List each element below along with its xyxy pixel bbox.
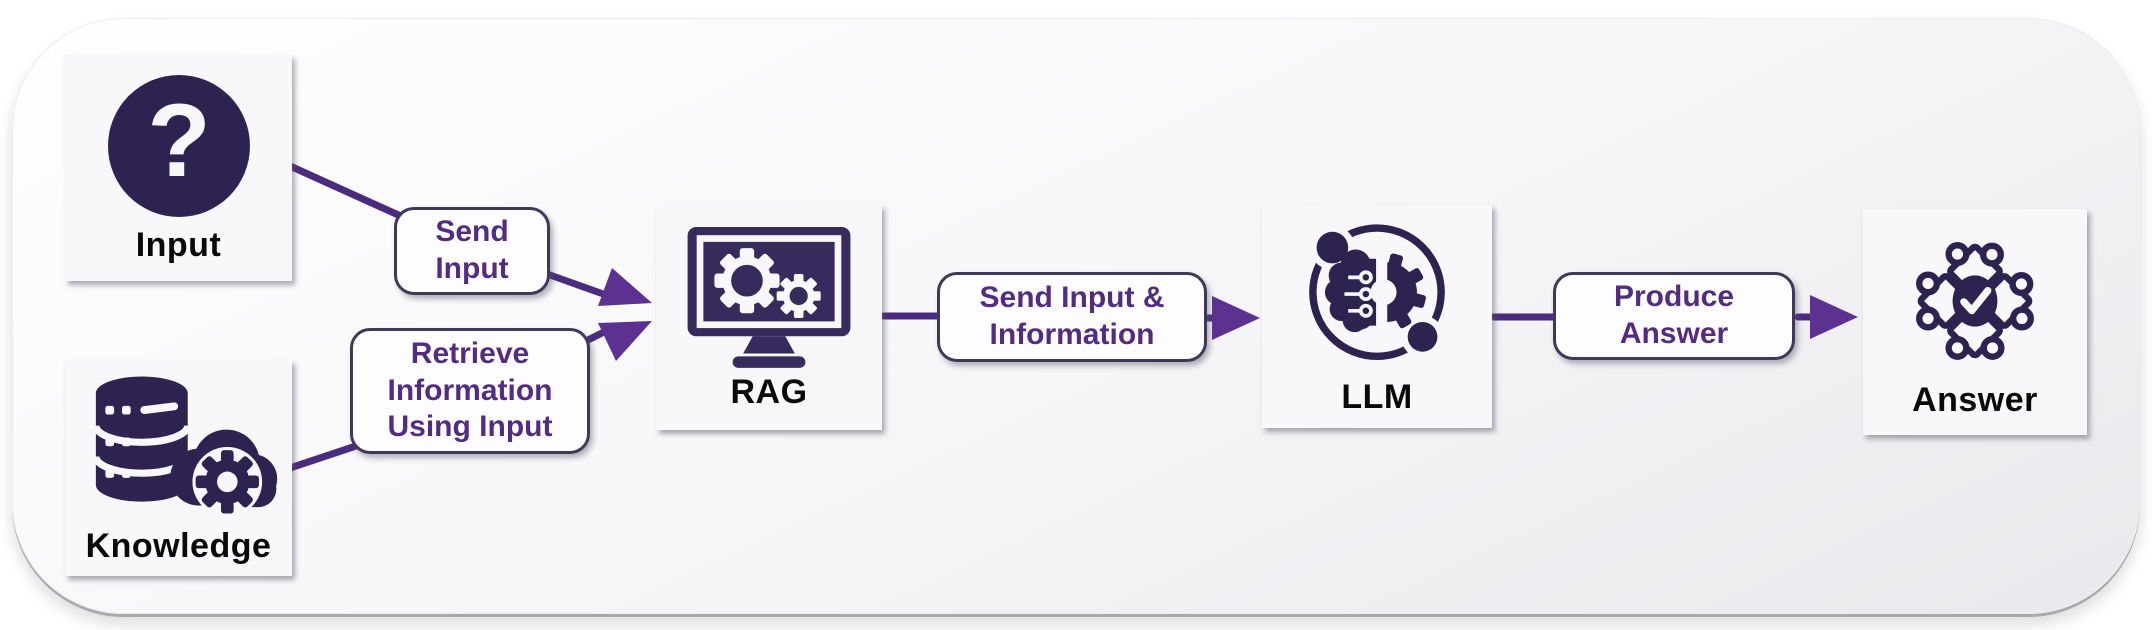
arrowhead-llm xyxy=(1212,296,1260,340)
question-mark-icon: ? xyxy=(107,74,250,217)
edge-line-knowledge-to-retrieve xyxy=(286,440,366,472)
node-answer: Answer xyxy=(1863,209,2087,435)
edge-label-send-input-information: Send Input & Information xyxy=(937,272,1207,362)
edge-label-send-input: Send Input xyxy=(394,207,550,295)
node-input-label: Input xyxy=(135,225,222,264)
brain-gear-icon xyxy=(1309,224,1445,361)
node-llm: LLM xyxy=(1262,205,1492,428)
edge-label-retrieve-information: Retrieve Information Using Input xyxy=(350,328,590,454)
node-input: ? Input xyxy=(65,55,292,281)
arrowhead-retrieve-rag xyxy=(598,321,652,361)
node-rag: RAG xyxy=(656,205,882,430)
edge-label-produce-answer: Produce Answer xyxy=(1553,272,1795,360)
node-knowledge-label: Knowledge xyxy=(85,526,272,565)
svg-text:?: ? xyxy=(147,83,211,199)
monitor-gears-icon xyxy=(687,227,851,368)
node-llm-label: LLM xyxy=(1341,378,1413,416)
edge-line-sendinput-to-rag xyxy=(546,271,610,299)
edge-line-input-to-sendinput xyxy=(286,162,409,222)
node-answer-label: Answer xyxy=(1912,380,2038,419)
arrowhead-answer xyxy=(1810,295,1858,339)
node-rag-label: RAG xyxy=(730,373,808,411)
arrowhead-sendinput-rag xyxy=(598,268,652,306)
node-knowledge: Knowledge xyxy=(65,360,292,576)
puzzle-check-icon xyxy=(1916,241,2034,360)
database-gear-icon xyxy=(91,376,277,517)
